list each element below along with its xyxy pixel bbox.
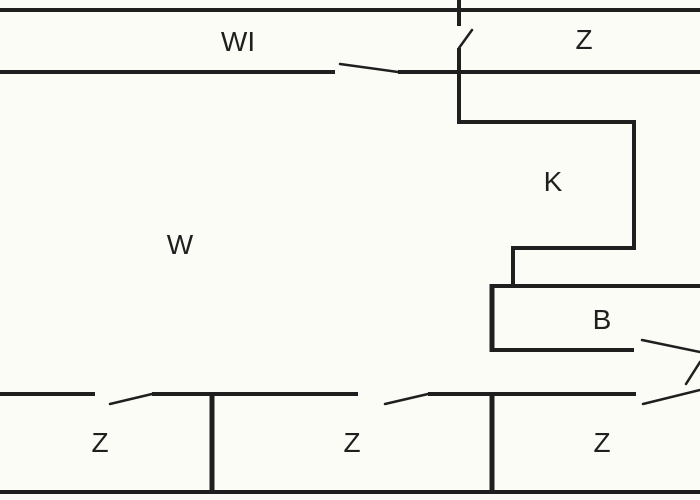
door-wi: [338, 62, 400, 74]
door-b: [640, 338, 700, 354]
room-label-k: K: [543, 166, 563, 197]
room-label-z-top-right: Z: [575, 24, 593, 55]
room-label-z-bottom-middle: Z: [343, 427, 361, 458]
door-z-left: [108, 392, 154, 406]
door-z-middle: [383, 392, 430, 406]
room-label-z-bottom-left: Z: [91, 427, 109, 458]
door-wi-z: [457, 28, 474, 50]
room-label-wi: WI: [220, 26, 256, 57]
door-right-corridor: [684, 360, 700, 386]
room-label-w: W: [166, 229, 194, 260]
room-label-b: B: [592, 304, 612, 335]
door-z-right: [641, 388, 700, 406]
room-label-z-bottom-right: Z: [593, 427, 611, 458]
